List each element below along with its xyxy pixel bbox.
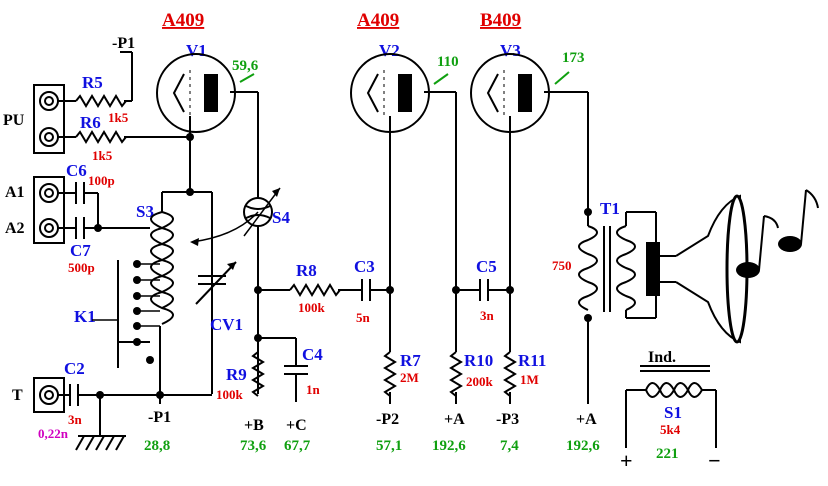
v1-anode-circuit: S4 <box>230 91 296 394</box>
supply-a-label-1: +A <box>444 411 465 428</box>
r8-ref: R8 <box>296 261 317 280</box>
supply-labels: -P1 28,8 +B 73,6 +C 67,7 -P2 57,1 +A 192… <box>144 409 600 454</box>
supply-b-voltage: 73,6 <box>240 438 267 454</box>
c2-value: 3n <box>68 412 83 427</box>
supply-a-voltage-1: 192,6 <box>432 438 466 454</box>
c2-alt-value: 0,22n <box>38 426 69 441</box>
ind-label: Ind. <box>648 349 676 366</box>
t1-value: 750 <box>552 258 572 273</box>
c5-ref: C5 <box>476 257 497 276</box>
supply-c-voltage: 67,7 <box>284 438 311 454</box>
supply-c-label: +C <box>286 417 307 434</box>
music-notes-icon <box>736 189 819 278</box>
supply-a-label-2: +A <box>576 411 597 428</box>
supply-p2-label: -P2 <box>376 411 399 428</box>
decoupling-1: R9 100k C4 1n <box>216 338 323 402</box>
tube-v2-type: A409 <box>357 10 399 31</box>
r6-ref: R6 <box>80 113 101 132</box>
input-jacks: PU A1 A2 T <box>3 84 65 413</box>
c3-value: 5n <box>356 310 371 325</box>
supply-p1-label: -P1 <box>148 409 171 426</box>
r10-value: 200k <box>466 374 494 389</box>
r8-value: 100k <box>298 300 326 315</box>
choke-s1: Ind. S1 5k4 221 + − <box>620 349 721 473</box>
r5-value: 1k5 <box>108 110 129 125</box>
c6-value: 100p <box>88 173 115 188</box>
terminal-pu-label: PU <box>3 112 25 129</box>
r11-ref: R11 <box>518 351 546 370</box>
r9-value: 100k <box>216 387 244 402</box>
supply-p1-voltage: 28,8 <box>144 438 170 454</box>
r6-value: 1k5 <box>92 148 113 163</box>
t1-ref: T1 <box>600 199 620 218</box>
coupling-1: R8 100k C3 5n <box>258 257 394 325</box>
tube-v1-anode-voltage: 59,6 <box>232 58 259 74</box>
pickup-section: -P1 R5 1k5 R6 1k5 <box>58 35 190 163</box>
tube-v1-type: A409 <box>162 10 204 31</box>
r9-ref: R9 <box>226 365 247 384</box>
c7-value: 500p <box>68 260 95 275</box>
terminal-t-label: T <box>12 387 23 404</box>
c7-ref: C7 <box>70 241 91 260</box>
terminal-a2-label: A2 <box>5 220 25 237</box>
plus-sign: + <box>620 448 633 473</box>
tube-v3: B409 V3 173 <box>470 10 585 133</box>
v2-circuit: R7 2M R10 200k C5 3n <box>383 91 514 404</box>
v3-circuit: R11 1M <box>503 91 592 404</box>
cv1-ref: CV1 <box>210 315 243 334</box>
c3-ref: C3 <box>354 257 375 276</box>
tube-v3-ref: V3 <box>500 41 521 60</box>
r7-value: 2M <box>400 370 419 385</box>
tube-v2-anode-voltage: 110 <box>437 54 459 70</box>
tube-v2-ref: V2 <box>379 41 400 60</box>
loudspeaker-icon <box>646 194 749 344</box>
ground-section: C2 3n 0,22n <box>38 359 212 451</box>
r11-value: 1M <box>520 372 539 387</box>
ground-icon <box>75 435 126 451</box>
p1-top-label: -P1 <box>112 35 135 52</box>
c2-ref: C2 <box>64 359 85 378</box>
s1-ref: S1 <box>664 403 682 422</box>
supply-a-voltage-2: 192,6 <box>566 438 600 454</box>
s3-ref: S3 <box>136 202 154 221</box>
tuning-section: S3 K1 CV1 <box>74 202 259 394</box>
supply-p2-voltage: 57,1 <box>376 438 402 454</box>
s4-ref: S4 <box>272 208 290 227</box>
s1-value: 5k4 <box>660 422 681 437</box>
output-transformer: T1 750 <box>552 199 657 319</box>
supply-b-label: +B <box>244 417 264 434</box>
k1-ref: K1 <box>74 307 96 326</box>
tube-v1: A409 V1 59,6 <box>156 10 259 133</box>
s1-voltage: 221 <box>656 446 679 462</box>
r10-ref: R10 <box>464 351 493 370</box>
tube-v3-type: B409 <box>480 10 521 31</box>
c4-ref: C4 <box>302 345 323 364</box>
minus-sign: − <box>708 448 721 473</box>
tube-v2: A409 V2 110 <box>350 10 459 133</box>
tube-v1-ref: V1 <box>186 41 207 60</box>
c4-value: 1n <box>306 382 321 397</box>
c5-value: 3n <box>480 308 495 323</box>
antenna-caps: C6 100p C7 500p <box>58 161 150 275</box>
r7-ref: R7 <box>400 351 421 370</box>
terminal-a1-label: A1 <box>5 184 25 201</box>
r5-ref: R5 <box>82 73 103 92</box>
c6-ref: C6 <box>66 161 87 180</box>
supply-p3-voltage: 7,4 <box>500 438 519 454</box>
supply-p3-label: -P3 <box>496 411 519 428</box>
tube-v3-anode-voltage: 173 <box>562 50 585 66</box>
